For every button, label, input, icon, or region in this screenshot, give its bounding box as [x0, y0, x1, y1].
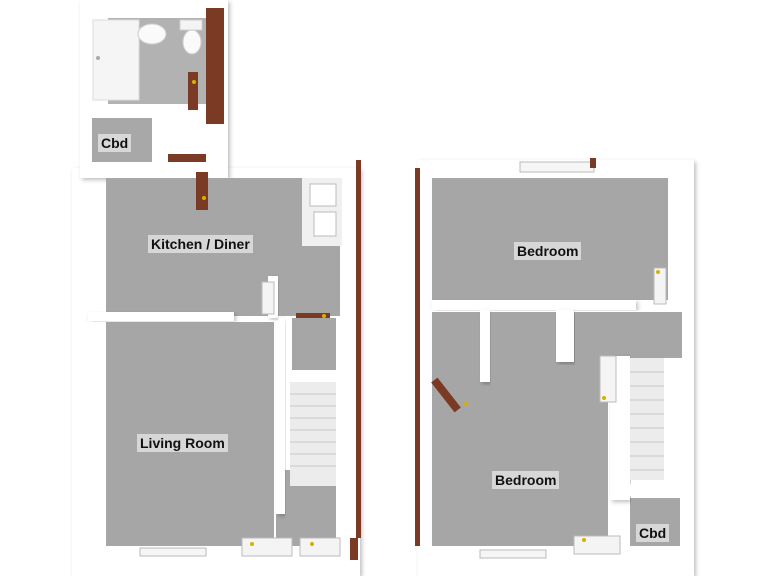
stair-wall-top [286, 372, 338, 380]
room-label-bedroom-front: Bedroom [492, 471, 560, 489]
landing-window [653, 267, 667, 305]
rear-wall-edge [415, 168, 420, 546]
hob [309, 183, 337, 207]
ground-front-window-right [241, 537, 293, 557]
landing-floor [608, 312, 682, 358]
toilet-cistern [179, 19, 203, 31]
first-front-window-right [573, 535, 621, 555]
washbasin [137, 23, 167, 45]
room-label-living-room: Living Room [137, 434, 228, 452]
understairs-floor [292, 318, 336, 370]
front-door [350, 538, 358, 560]
front-bedroom-floor [432, 312, 608, 546]
ground-floor-plan [72, 0, 361, 576]
first-floor-staircase [630, 358, 664, 480]
wall-stub-mid [556, 310, 574, 362]
kitchen-sink [313, 211, 337, 237]
stair-window [599, 355, 617, 403]
room-label-cbd-first: Cbd [636, 524, 670, 542]
front-wall-edge [356, 160, 361, 538]
back-bedroom-window [519, 161, 595, 173]
handle-icon [250, 542, 254, 546]
stair-wall-left [276, 318, 285, 514]
bath-tap-icon [96, 56, 100, 60]
bedroom-door [431, 377, 461, 413]
handle-icon [602, 396, 606, 400]
bathroom-door [188, 72, 198, 110]
handle-icon [582, 538, 586, 542]
first-floor-plan [415, 158, 694, 576]
ground-front-window-door [299, 537, 341, 557]
room-label-kitchen-diner: Kitchen / Diner [148, 235, 253, 253]
back-bedroom-floor [432, 178, 680, 300]
kitchen-back-door [196, 172, 208, 210]
ground-floor-staircase [290, 382, 336, 486]
handle-icon [202, 196, 206, 200]
room-label-cbd-ground: Cbd [98, 134, 132, 152]
front-bedroom-window [479, 549, 547, 559]
understairs-door [296, 313, 330, 318]
handle-icon [656, 270, 660, 274]
bedroom-partition [432, 300, 636, 310]
handle-icon [464, 402, 468, 406]
window-edge-top [590, 158, 596, 168]
landing-right-wall [668, 160, 682, 312]
bathtub [92, 19, 140, 101]
room-label-bedroom-back: Bedroom [514, 242, 582, 260]
cbd-divider [88, 106, 154, 116]
handle-icon [192, 80, 196, 84]
rear-extension-door [206, 8, 224, 124]
cbd-wall [630, 484, 680, 496]
kitchen-hall-door [168, 154, 206, 162]
toilet [182, 29, 202, 55]
handle-icon [322, 314, 326, 318]
wall-stub-left [480, 310, 490, 382]
kitchen-living-partition [88, 312, 234, 321]
kitchen-window [261, 281, 275, 315]
ground-front-window-left [139, 547, 207, 557]
handle-icon [310, 542, 314, 546]
